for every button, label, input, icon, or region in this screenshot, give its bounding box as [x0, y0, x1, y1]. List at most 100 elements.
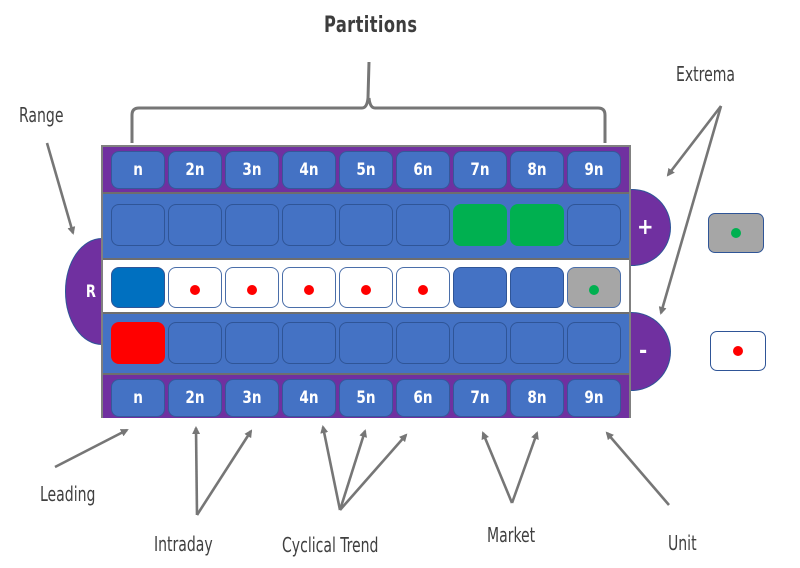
partition-label: 2n — [185, 160, 205, 180]
partition-label: 3n — [242, 160, 262, 180]
leading-label: Leading — [40, 482, 96, 506]
partition-label: 2n — [185, 388, 205, 408]
market-arrow-1 — [481, 431, 514, 504]
footer-partition-cell: 2n — [168, 379, 222, 417]
partitions-brace — [130, 61, 607, 143]
market-label: Market — [487, 523, 536, 547]
footer-partition-cell: n — [111, 379, 165, 417]
footer-partition-cell: 8n — [510, 379, 564, 417]
header-partition-cell: 5n — [339, 151, 393, 189]
partition-label: n — [133, 388, 143, 408]
header-partition-cell: 3n — [225, 151, 279, 189]
range-label: Range — [19, 103, 64, 127]
range-cell — [567, 267, 621, 308]
minus-cell — [510, 322, 564, 364]
range-cell — [396, 267, 450, 308]
range-cell — [282, 267, 336, 308]
unit-label: Unit — [668, 531, 697, 555]
range-cell — [453, 267, 507, 308]
green-dot-icon — [731, 228, 741, 238]
partition-label: 5n — [356, 160, 376, 180]
red-dot-icon — [190, 284, 200, 295]
minus-cell — [111, 322, 165, 364]
minus-row — [103, 314, 629, 373]
partition-label: 8n — [527, 160, 547, 180]
range-cell — [339, 267, 393, 308]
partition-label: 4n — [299, 160, 319, 180]
plus-cell — [567, 204, 621, 246]
plus-cell — [339, 204, 393, 246]
range-arrow — [45, 142, 76, 235]
intraday-label: Intraday — [154, 532, 213, 556]
extrema-arrow-plus — [666, 105, 723, 177]
plus-row — [103, 192, 629, 258]
red-dot-icon — [418, 284, 428, 295]
header-partition-cell: 4n — [282, 151, 336, 189]
footer-row: n 2n 3n 4n 5n 6n 7n 8n 9n — [103, 373, 629, 418]
plus-cell — [111, 204, 165, 246]
footer-partition-cell: 6n — [396, 379, 450, 417]
cyclical-arrow-2 — [338, 429, 368, 511]
diagram-title: Partitions — [324, 13, 418, 38]
leading-arrow — [54, 428, 129, 469]
partition-label: 9n — [584, 160, 604, 180]
partition-label: 4n — [299, 388, 319, 408]
minus-cell — [168, 322, 222, 364]
minus-cell — [339, 322, 393, 364]
range-cell — [510, 267, 564, 308]
header-partition-cell: 6n — [396, 151, 450, 189]
plus-cap-label: + — [637, 215, 654, 240]
partition-label: 6n — [413, 160, 433, 180]
minus-cell — [225, 322, 279, 364]
intraday-arrow-2 — [195, 429, 253, 516]
partition-label: 3n — [242, 388, 262, 408]
footer-partition-cell: 5n — [339, 379, 393, 417]
plus-cell — [168, 204, 222, 246]
red-dot-icon — [247, 284, 257, 295]
market-arrow-2 — [510, 431, 539, 504]
minus-cell — [396, 322, 450, 364]
partition-label: 7n — [470, 160, 490, 180]
minus-cell — [567, 322, 621, 364]
plus-cell — [453, 204, 507, 246]
header-partition-cell: n — [111, 151, 165, 189]
minus-cap-label: - — [639, 339, 648, 364]
plus-cell — [225, 204, 279, 246]
intraday-arrow-1 — [192, 426, 201, 516]
red-dot-icon — [304, 284, 314, 295]
partition-grid: n 2n 3n 4n 5n 6n 7n 8n 9n n 2n 3n 4n 5n 6n 7n 8n 9n — [101, 145, 631, 418]
partition-label: n — [133, 160, 143, 180]
footer-partition-cell: 3n — [225, 379, 279, 417]
footer-partition-cell: 9n — [567, 379, 621, 417]
header-partition-cell: 2n — [168, 151, 222, 189]
partition-label: 5n — [356, 388, 376, 408]
footer-partition-cell: 7n — [453, 379, 507, 417]
partition-label: 8n — [527, 388, 547, 408]
red-dot-icon — [733, 346, 743, 356]
range-row — [103, 258, 629, 314]
extrema-label: Extrema — [676, 62, 736, 86]
header-partition-cell: 9n — [567, 151, 621, 189]
partition-label: 7n — [470, 388, 490, 408]
plus-cell — [510, 204, 564, 246]
footer-partition-cell: 4n — [282, 379, 336, 417]
legend-minimum-box — [710, 331, 766, 371]
unit-arrow — [605, 431, 670, 506]
partition-label: 6n — [413, 388, 433, 408]
header-row: n 2n 3n 4n 5n 6n 7n 8n 9n — [103, 147, 629, 192]
red-dot-icon — [361, 284, 371, 295]
extrema-arrow-minus — [658, 105, 723, 315]
range-cell — [225, 267, 279, 308]
range-cell — [111, 267, 165, 308]
header-partition-cell: 8n — [510, 151, 564, 189]
range-cell — [168, 267, 222, 308]
cyclical-trend-label: Cyclical Trend — [282, 533, 379, 557]
cyclical-arrow-1 — [320, 425, 342, 511]
legend-maximum-box — [708, 213, 764, 253]
plus-cell — [282, 204, 336, 246]
partition-label: 9n — [584, 388, 604, 408]
header-partition-cell: 7n — [453, 151, 507, 189]
cyclical-arrow-3 — [339, 433, 408, 511]
minus-cell — [453, 322, 507, 364]
